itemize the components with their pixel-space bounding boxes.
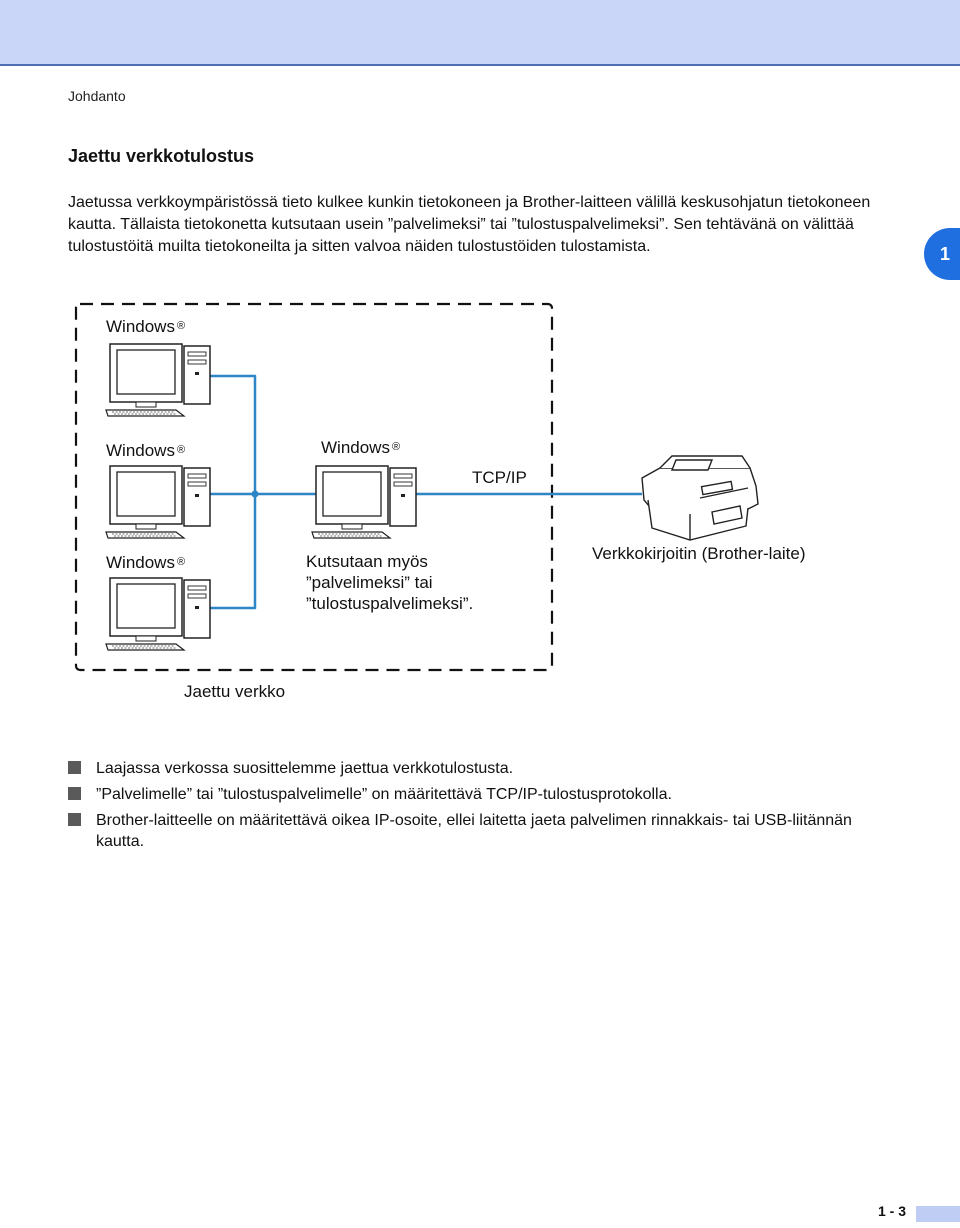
pc-bottom-icon [105, 577, 211, 651]
page-number-bar [916, 1206, 960, 1222]
bullet-square-icon [68, 787, 81, 800]
link-pc-top [210, 374, 257, 494]
chapter-tab[interactable]: 1 [924, 228, 960, 280]
link-pc-bottom [210, 494, 257, 610]
network-label: Jaettu verkko [184, 682, 286, 701]
pc-server-label: Windows® [321, 438, 401, 457]
pc-middle-label: Windows® [106, 441, 186, 460]
network-junction [251, 490, 259, 498]
section-title: Jaettu verkkotulostus [68, 146, 255, 166]
server-note-line: Kutsutaan myös [306, 552, 428, 571]
shared-network-boundary [74, 302, 554, 672]
server-note-line: ”tulostuspalvelimeksi”. [306, 594, 474, 613]
pc-top-icon [105, 343, 211, 417]
server-note-line: ”palvelimeksi” tai [306, 573, 433, 592]
page-number: 1 - 3 [878, 1203, 907, 1219]
pc-server-icon [311, 465, 417, 539]
list-item: Laajassa verkossa suosittelemme jaettua … [68, 758, 888, 779]
printer-label: Verkkokirjoitin (Brother-laite) [592, 544, 806, 563]
bullet-square-icon [68, 761, 81, 774]
list-item: Brother-laitteelle on määritettävä oikea… [68, 810, 888, 852]
bullet-list: Laajassa verkossa suosittelemme jaettua … [68, 758, 888, 857]
printer-icon [641, 455, 759, 541]
breadcrumb: Johdanto [68, 88, 126, 104]
list-item: ”Palvelimelle” tai ”tulostuspalvelimelle… [68, 784, 888, 805]
pc-middle-icon [105, 465, 211, 539]
bullet-square-icon [68, 813, 81, 826]
server-note: Kutsutaan myös ”palvelimeksi” tai ”tulos… [306, 551, 473, 614]
network-links [210, 374, 642, 610]
intro-paragraph: Jaetussa verkkoympäristössä tieto kulkee… [68, 194, 871, 255]
network-diagram [74, 302, 759, 672]
pc-top-label: Windows® [106, 317, 186, 336]
protocol-label: TCP/IP [472, 468, 527, 487]
pc-bottom-label: Windows® [106, 553, 186, 572]
header-band [0, 0, 960, 66]
